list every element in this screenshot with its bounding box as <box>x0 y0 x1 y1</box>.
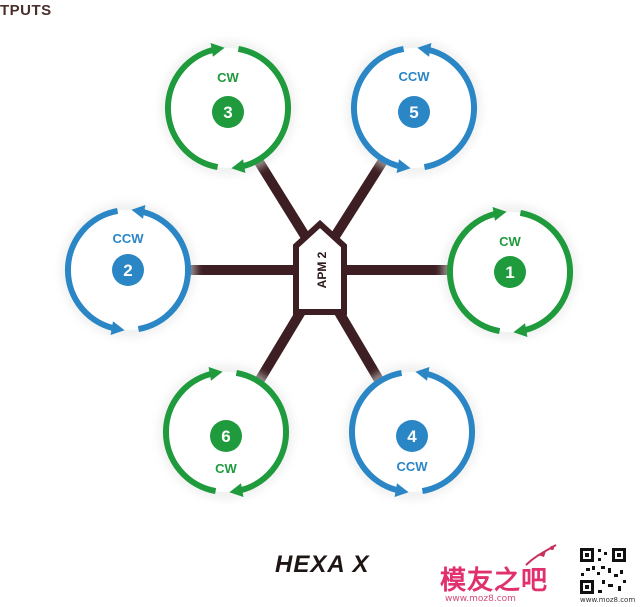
motor-hub <box>112 254 144 286</box>
rotation-arc <box>350 45 405 171</box>
motor-direction-label: CW <box>499 234 521 249</box>
cw-arrow-icon <box>229 483 244 497</box>
rotation-arc <box>446 209 501 335</box>
rotation-arc <box>235 369 290 495</box>
cw-arrow-icon <box>210 43 225 57</box>
motor-direction-label: CCW <box>112 231 144 246</box>
motor-direction-label: CCW <box>398 69 430 84</box>
qr-url: www.moz8.com <box>580 596 636 604</box>
flight-controller: APM 2 <box>293 219 347 315</box>
ccw-arrow-icon <box>417 43 432 57</box>
motor-hub <box>210 420 242 452</box>
rotation-arc <box>421 369 476 495</box>
motor-direction-label: CW <box>217 70 239 85</box>
rotation-arc <box>64 207 119 333</box>
ccw-arrow-icon <box>415 367 430 381</box>
motor-3: 3 CW <box>160 40 296 176</box>
flight-controller-shape <box>293 219 347 315</box>
rotation-arc <box>237 45 292 171</box>
motor-hub <box>494 256 526 288</box>
frame-title: HEXA X <box>275 551 370 578</box>
motor-5: 5 CCW <box>346 40 482 176</box>
watermark-logo-icon <box>525 544 557 566</box>
cw-arrow-icon <box>231 159 246 173</box>
motor-direction-label: CCW <box>396 459 428 474</box>
cw-arrow-icon <box>208 367 223 381</box>
motor-hub <box>212 96 244 128</box>
motor-number: 4 <box>407 427 417 446</box>
ccw-arrow-icon <box>396 159 411 173</box>
rotation-arc <box>348 369 403 495</box>
rotation-arc <box>137 207 192 333</box>
watermark-text: 模友之吧 <box>440 566 549 596</box>
rotation-arc <box>164 45 219 171</box>
rotation-arc <box>162 369 217 495</box>
motor-2: 2 CCW <box>60 202 196 338</box>
motor-number: 6 <box>221 427 230 446</box>
motor-number: 5 <box>409 103 418 122</box>
ccw-arrow-icon <box>131 205 146 219</box>
ccw-arrow-icon <box>110 321 125 335</box>
motor-number: 3 <box>223 103 232 122</box>
motor-1: 1 CW <box>442 204 578 340</box>
motor-6: 6CW <box>158 364 294 500</box>
cw-arrow-icon <box>513 323 528 337</box>
ccw-arrow-icon <box>394 483 409 497</box>
motor-hub <box>398 96 430 128</box>
motor-hub <box>396 420 428 452</box>
rotation-arc <box>423 45 478 171</box>
rotation-arc <box>519 209 574 335</box>
qr-code-icon <box>578 546 628 596</box>
motor-direction-label: CW <box>215 461 237 476</box>
watermark-url: www.moz8.com <box>445 594 516 604</box>
cw-arrow-icon <box>492 207 507 221</box>
motor-number: 2 <box>123 261 132 280</box>
motor-number: 1 <box>505 263 514 282</box>
header-text: TPUTS <box>0 2 52 19</box>
flight-controller-label: APM 2 <box>315 251 329 288</box>
